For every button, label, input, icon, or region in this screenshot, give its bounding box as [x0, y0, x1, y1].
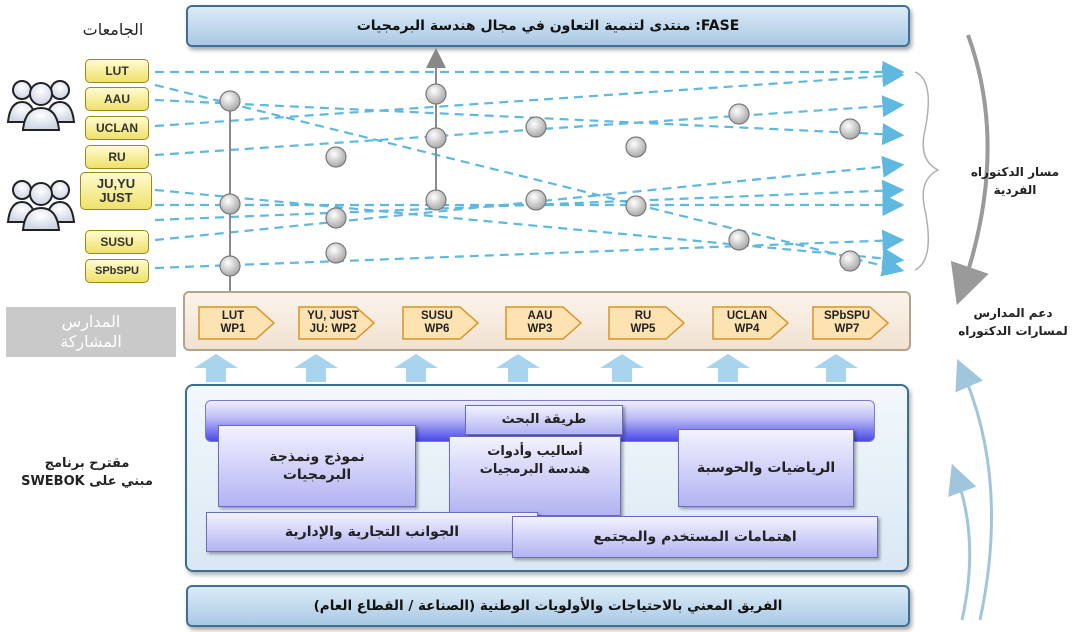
path-node	[728, 229, 750, 251]
participating-schools-label: المدارس المشاركة	[6, 307, 176, 357]
se-methods-tools-box: أساليب وأدوات هندسة البرمجيات	[449, 436, 621, 516]
universities-title: الجامعات	[82, 20, 144, 39]
path-line	[154, 83, 905, 277]
university-ru: RU	[85, 145, 149, 169]
university-spbspu: SPbSPU	[85, 259, 149, 283]
top-banner-text: FASE: منتدى لتنمية التعاون في مجال هندسة…	[356, 18, 740, 34]
path-node	[625, 136, 647, 158]
university-susu: SUSU	[85, 230, 149, 254]
swebok-program-label: مقترح برنامج مبني على SWEBOK	[21, 456, 153, 489]
path-node	[325, 146, 347, 168]
path-line	[154, 95, 905, 157]
software-modeling-box: نموذج ونمذجة البرمجيات	[218, 425, 416, 507]
people-group-icon	[6, 180, 76, 231]
path-node	[425, 83, 447, 105]
path-node	[219, 255, 241, 277]
up-arrow	[706, 354, 750, 382]
up-arrow	[600, 354, 644, 382]
up-arrow	[294, 354, 338, 382]
path-node	[839, 118, 861, 140]
university-aau: AAU	[85, 87, 149, 111]
path-node	[425, 127, 447, 149]
path-line	[154, 155, 905, 242]
path-node	[325, 242, 347, 264]
path-line	[154, 229, 905, 270]
up-arrow	[814, 354, 858, 382]
path-node	[325, 207, 347, 229]
path-node	[525, 116, 547, 138]
right-curved-arrows	[948, 34, 993, 621]
path-node	[625, 195, 647, 217]
path-node	[839, 250, 861, 272]
user-society-box: اهتمامات المستخدم والمجتمع	[512, 516, 878, 558]
path-node	[219, 90, 241, 112]
university-uclan: UCLAN	[85, 116, 149, 140]
path-line	[154, 188, 905, 270]
support-up-arrows	[194, 354, 858, 382]
up-arrow	[496, 354, 540, 382]
path-node	[728, 103, 750, 125]
top-banner: FASE: منتدى لتنمية التعاون في مجال هندسة…	[186, 5, 910, 47]
up-arrow	[194, 354, 238, 382]
path-line	[154, 98, 905, 146]
business-management-box: الجوانب التجارية والإدارية	[206, 512, 538, 552]
path-line	[154, 65, 905, 128]
path-node	[425, 189, 447, 211]
schools-support-label: دعم المدارس لمسارات الدكتوراه	[958, 306, 1068, 338]
doctoral-path-label: مسار الدكتوراه الفردية	[970, 165, 1060, 197]
path-line	[154, 179, 905, 222]
doctoral-paths-diagram	[154, 48, 940, 300]
bottom-banner-text: الفريق المعني بالاحتياجات والأولويات الو…	[313, 598, 783, 614]
bottom-banner: الفريق المعني بالاحتياجات والأولويات الو…	[186, 585, 910, 627]
people-group-icon	[6, 80, 76, 131]
research-method-box: طريقة البحث	[465, 405, 623, 435]
up-arrow	[394, 354, 438, 382]
path-node	[525, 189, 547, 211]
university-lut: LUT	[85, 59, 149, 83]
math-computing-box: الرياضيات والحوسبة	[678, 429, 854, 507]
right-brace	[914, 71, 940, 271]
path-node	[219, 193, 241, 215]
university-ju-yu-just: JU,YU JUST	[80, 172, 152, 210]
